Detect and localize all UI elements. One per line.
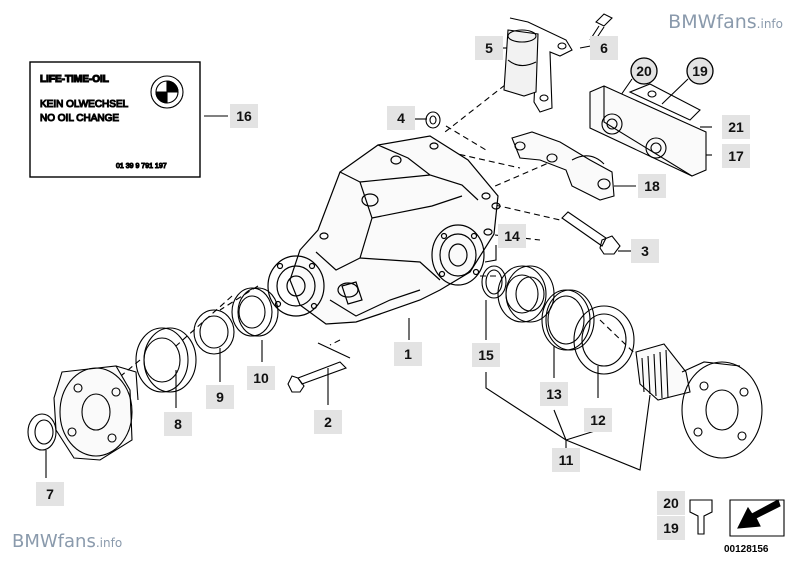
- callout-number: 19: [692, 63, 708, 79]
- callout-number: 12: [590, 412, 606, 428]
- callout-number: 1: [404, 346, 412, 362]
- callout-20: 20: [657, 491, 685, 515]
- callout-2: 2: [314, 410, 342, 434]
- callout-11: 11: [552, 448, 580, 472]
- bolt-2: [287, 361, 347, 393]
- callout-5: 5: [475, 36, 503, 60]
- shim-13: [541, 289, 595, 351]
- callout-number: 11: [559, 452, 574, 468]
- callout-7: 7: [36, 482, 64, 506]
- callout-19: 19: [686, 57, 714, 85]
- gasket-12: [573, 305, 635, 375]
- callout-number: 15: [478, 347, 494, 363]
- callout-6: 6: [590, 36, 618, 60]
- callout-1: 1: [394, 342, 422, 366]
- mount-bracket: [503, 17, 573, 113]
- seal-10: [231, 287, 279, 337]
- callout-number: 2: [324, 414, 332, 430]
- callout-3: 3: [631, 239, 659, 263]
- watermark-suffix: .info: [756, 17, 783, 31]
- ring-8: [135, 327, 197, 393]
- callout-number: 20: [636, 63, 652, 79]
- callout-number: 6: [600, 40, 608, 56]
- sticker-line-1: KEIN OLWECHSEL: [40, 99, 129, 110]
- seal-7: [27, 413, 57, 451]
- callout-15: 15: [472, 343, 500, 367]
- callout-18: 18: [638, 174, 666, 198]
- bolt-3: [561, 211, 621, 255]
- callout-4: 4: [387, 106, 415, 130]
- callout-20: 20: [630, 57, 658, 85]
- callout-number: 16: [236, 108, 252, 124]
- callout-number: 10: [253, 370, 269, 386]
- watermark-top: BMWfans.info: [668, 11, 783, 33]
- callout-17: 17: [722, 144, 750, 168]
- callout-number: 9: [216, 389, 224, 405]
- sticker-heading: LIFE-TIME-OIL: [40, 74, 109, 85]
- callout-21: 21: [722, 115, 750, 139]
- diagram-number: 00128156: [724, 544, 769, 555]
- callout-number: 20: [663, 495, 679, 511]
- callout-16: 16: [230, 104, 258, 128]
- callout-number: 17: [728, 148, 744, 164]
- callout-19: 19: [657, 516, 685, 540]
- leader-lines: [45, 44, 712, 478]
- rubber-mount-17: [589, 85, 707, 177]
- callout-14: 14: [498, 224, 526, 248]
- callout-number: 8: [174, 416, 182, 432]
- callout-12: 12: [584, 408, 612, 432]
- callout-number: 4: [397, 110, 405, 126]
- watermark-bottom: BMWfans.info: [12, 531, 122, 552]
- watermark-brand: BMWfans: [12, 531, 96, 552]
- callout-8: 8: [164, 412, 192, 436]
- snap-ring-15: [481, 265, 507, 299]
- callout-number: 18: [644, 178, 660, 194]
- legend-panel: [689, 499, 785, 537]
- callout-number: 21: [728, 119, 744, 135]
- bracket-18: [511, 131, 615, 201]
- differential-housing: [267, 135, 501, 325]
- sticker-part-number: 01 39 9 791 197: [116, 163, 167, 170]
- callout-number: 14: [504, 228, 520, 244]
- shim-ring-9: [193, 309, 235, 355]
- sticker-line-2: NO OIL CHANGE: [40, 113, 119, 124]
- callout-13: 13: [540, 382, 568, 406]
- watermark-suffix: .info: [95, 536, 123, 550]
- nut-4: [425, 111, 441, 129]
- callout-number: 19: [663, 520, 679, 536]
- callout-number: 3: [641, 243, 649, 259]
- output-flange-left: [53, 365, 139, 461]
- bearing-14: [497, 265, 555, 323]
- life-time-oil-sticker: [29, 61, 201, 178]
- callout-9: 9: [206, 385, 234, 409]
- output-shaft-11: [635, 343, 763, 459]
- callout-number: 13: [546, 386, 562, 402]
- callout-number: 5: [485, 40, 493, 56]
- plate-19: [628, 83, 701, 121]
- callout-10: 10: [247, 366, 275, 390]
- callout-number: 7: [46, 486, 54, 502]
- watermark-brand: BMWfans: [668, 11, 757, 33]
